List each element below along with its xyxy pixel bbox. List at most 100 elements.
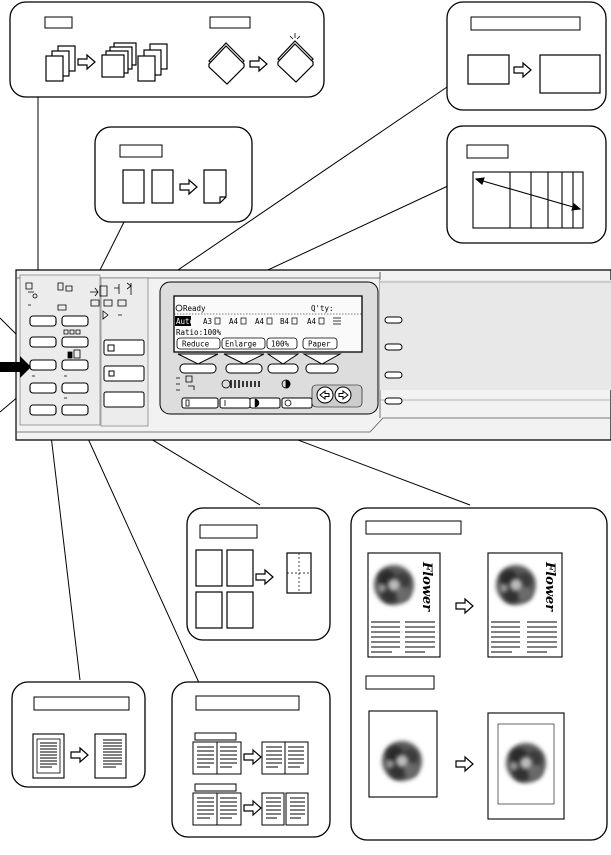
function-key[interactable] [61, 359, 89, 371]
function-key[interactable] [29, 315, 57, 327]
open-book-original-2 [192, 792, 242, 826]
callout-book [171, 681, 331, 838]
darker-key[interactable] [249, 397, 281, 409]
function-key[interactable] [61, 336, 89, 348]
label-placeholder [209, 16, 251, 29]
soft-key-wedge [266, 353, 300, 365]
function-key[interactable] [61, 315, 89, 327]
combined-sheet [286, 552, 312, 594]
label-placeholder [470, 16, 581, 31]
left-arrow-icon [319, 389, 330, 401]
callout-sort-stack [9, 1, 325, 98]
soft-keys [177, 353, 342, 374]
bypass-tray-icon [333, 317, 341, 325]
paper-size-3: A4 [255, 317, 265, 326]
paper-icon [240, 317, 247, 325]
label-placeholder [194, 783, 237, 792]
softkey-reduce-label: Reduce [182, 340, 210, 349]
label-placeholder [33, 696, 130, 711]
paper-size-4: B4 [280, 317, 290, 326]
mode-label: Auto [176, 317, 195, 326]
flower-text: Flower [542, 561, 557, 612]
callout-duplex [11, 681, 146, 788]
gradation-chart [472, 171, 584, 229]
callout-combine [94, 126, 253, 223]
label-placeholder [194, 732, 237, 741]
control-panel: Ready Q'ty: Auto A3 A4 A4 B4 A4 Ratio:10… [15, 269, 611, 441]
function-key[interactable] [29, 336, 57, 348]
side-indicators [384, 316, 403, 405]
flower-text: Flower [419, 561, 434, 612]
book-copy-1 [261, 741, 309, 775]
scroll-keys [311, 384, 363, 408]
status-text: Ready [183, 304, 206, 313]
enlarged-copy-icon [539, 54, 601, 94]
function-key[interactable] [61, 404, 89, 416]
softkey-labels: Reduce Enlarge 100% Paper [176, 337, 338, 350]
book-copy-2 [261, 792, 309, 826]
density-keys [181, 397, 313, 409]
paper-icon [318, 317, 325, 325]
open-book-original [192, 741, 242, 775]
soft-key[interactable] [225, 363, 263, 374]
auto-density-key[interactable] [181, 397, 219, 409]
label-placeholder [365, 675, 435, 690]
softkey-paper-label: Paper [308, 340, 331, 349]
pointer-arrow [0, 356, 31, 378]
soft-key[interactable] [305, 363, 339, 374]
indicator-lamp [384, 371, 403, 379]
softkey-enlarge-label: Enlarge [225, 340, 257, 349]
small-original-icon [467, 54, 510, 85]
mode-keys [103, 339, 145, 408]
label-placeholder [195, 695, 300, 711]
soft-key-wedge [177, 353, 219, 365]
label-placeholder [466, 144, 509, 159]
paper-icon [291, 317, 298, 325]
soft-key[interactable] [267, 363, 299, 374]
photo-original [368, 710, 438, 798]
label-placeholder [44, 16, 73, 29]
right-arrow-icon [338, 389, 349, 401]
mode-key[interactable] [103, 339, 145, 356]
lighter-key[interactable] [219, 397, 251, 409]
lcd-content: Ready Q'ty: Auto A3 A4 A4 B4 A4 Ratio:10… [175, 304, 341, 350]
paper-icon [266, 317, 273, 325]
function-key[interactable] [29, 359, 57, 371]
mode-key[interactable] [103, 365, 145, 382]
stack-diamond-icon [208, 42, 245, 85]
label-placeholder [119, 144, 163, 158]
mode-highlight [175, 316, 191, 326]
photo-copy [487, 712, 565, 820]
soft-key[interactable] [179, 363, 217, 374]
function-key[interactable] [29, 404, 57, 416]
text-page-copy [94, 733, 127, 779]
callout-gradation [446, 125, 607, 244]
paper-size-1: A3 [203, 317, 212, 326]
function-icons-row [25, 282, 132, 320]
indicator-lamp [384, 316, 403, 324]
text-page-original [32, 733, 65, 779]
ready-icon [175, 304, 183, 312]
mode-key[interactable] [103, 391, 145, 408]
ratio-text: Ratio:100% [176, 328, 222, 337]
density-indicator [176, 375, 291, 391]
flower-page-original: Flower [367, 552, 441, 658]
function-key[interactable] [61, 382, 89, 394]
function-keys [29, 315, 89, 416]
callout-image-shift: Flower Flower [350, 507, 608, 841]
paper-size-5: A4 [307, 317, 317, 326]
softkey-100-label: 100% [271, 340, 290, 349]
callout-enlarge [446, 1, 607, 111]
small-key-icons [32, 329, 81, 399]
paper-size-2: A4 [229, 317, 239, 326]
flower-page-copy: Flower [487, 552, 563, 658]
original-stack-icon [45, 45, 76, 82]
staple-diamond-icon [277, 33, 314, 83]
soft-key-wedge [302, 353, 342, 365]
label-placeholder [365, 520, 462, 535]
paper-icon [214, 317, 221, 325]
indicator-lamp [384, 397, 403, 405]
function-key[interactable] [29, 382, 57, 394]
qty-label: Q'ty: [311, 304, 334, 313]
